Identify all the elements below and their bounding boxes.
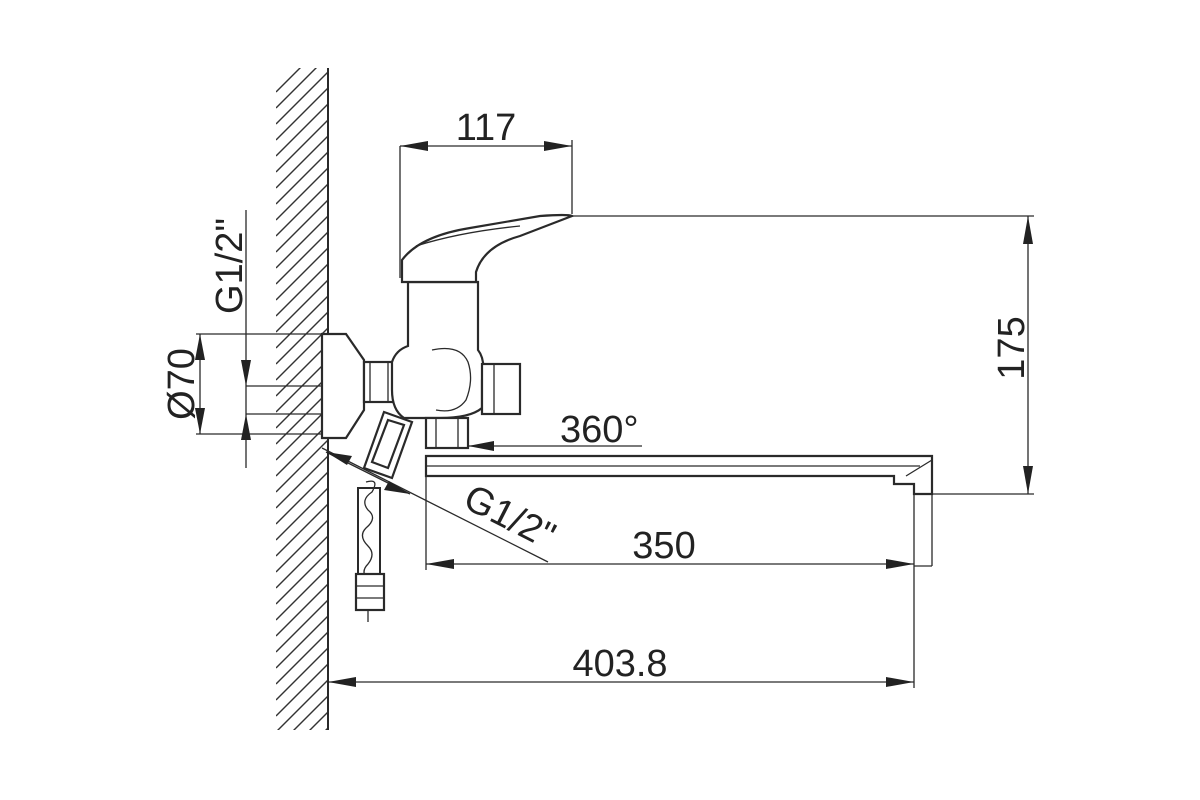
hatch-line [276, 776, 328, 800]
hatch-line [276, 631, 328, 685]
hatch-line [293, 695, 328, 730]
hatch-line [276, 535, 328, 589]
hatch-line [276, 68, 301, 93]
mixer-body [390, 280, 522, 450]
hatch-line [276, 519, 328, 573]
hatch-line [276, 615, 328, 669]
hatch-line [276, 103, 328, 157]
hatch-line [276, 87, 328, 141]
overall-length-label: 403.8 [572, 643, 667, 685]
hatch-line [276, 199, 328, 253]
flange-diameter-label: Ø70 [161, 348, 203, 420]
hatch-line [277, 679, 328, 730]
hatch-line [276, 423, 328, 477]
dimension-height: 175 [572, 215, 1034, 495]
lever-length-label: 117 [456, 107, 517, 149]
rotation-indicator: 360° [468, 409, 642, 451]
wall [276, 68, 329, 800]
dimension-spout-length: 350 [425, 476, 914, 570]
hatch-line [276, 663, 328, 717]
height-label: 175 [991, 316, 1033, 379]
hatch-line [276, 599, 328, 653]
outlet-thread-label: G1/2" [457, 477, 561, 558]
shower-hose [354, 410, 414, 622]
hatch-line [276, 375, 328, 429]
hatch-line [276, 215, 328, 269]
lever-handle [400, 213, 575, 284]
hatch-line [276, 231, 328, 285]
hatch-line [276, 455, 328, 509]
wall-hatching [276, 68, 328, 800]
spout [424, 454, 934, 567]
hatch-line [276, 760, 328, 800]
hatch-line [276, 391, 328, 445]
hatch-line [276, 503, 328, 557]
hatch-line [276, 567, 328, 621]
hatch-line [276, 647, 328, 701]
hatch-line [276, 295, 328, 349]
hatch-line [325, 727, 328, 730]
hatch-line [276, 551, 328, 605]
hatch-line [276, 135, 328, 189]
hatch-line [276, 343, 328, 397]
hatch-line [276, 167, 328, 221]
hatch-line [276, 439, 328, 493]
dimension-lever-length: 117 [399, 107, 573, 278]
hatch-line [276, 311, 328, 365]
hatch-line [276, 151, 328, 205]
dimension-overall-length: 403.8 [328, 566, 915, 688]
hatch-line [276, 327, 328, 381]
hatch-line [276, 744, 328, 796]
hatch-line [309, 711, 328, 730]
hatch-line [276, 263, 328, 317]
hatch-line [276, 487, 328, 541]
wall-flange [246, 332, 366, 440]
hatch-line [276, 583, 328, 637]
hatch-line [276, 119, 328, 173]
hatch-line [276, 279, 328, 333]
inlet-nut [362, 360, 396, 404]
hatch-line [276, 68, 317, 109]
dimension-flange-diameter: Ø70 [161, 333, 322, 435]
hatch-line [276, 183, 328, 237]
inlet-thread-label: G1/2" [209, 218, 251, 314]
hatch-line [276, 471, 328, 525]
spout-length-label: 350 [632, 525, 695, 567]
hatch-line [276, 247, 328, 301]
hatch-line [276, 71, 328, 125]
rotation-label: 360° [560, 409, 639, 451]
dimension-inlet-thread: G1/2" [209, 210, 251, 468]
